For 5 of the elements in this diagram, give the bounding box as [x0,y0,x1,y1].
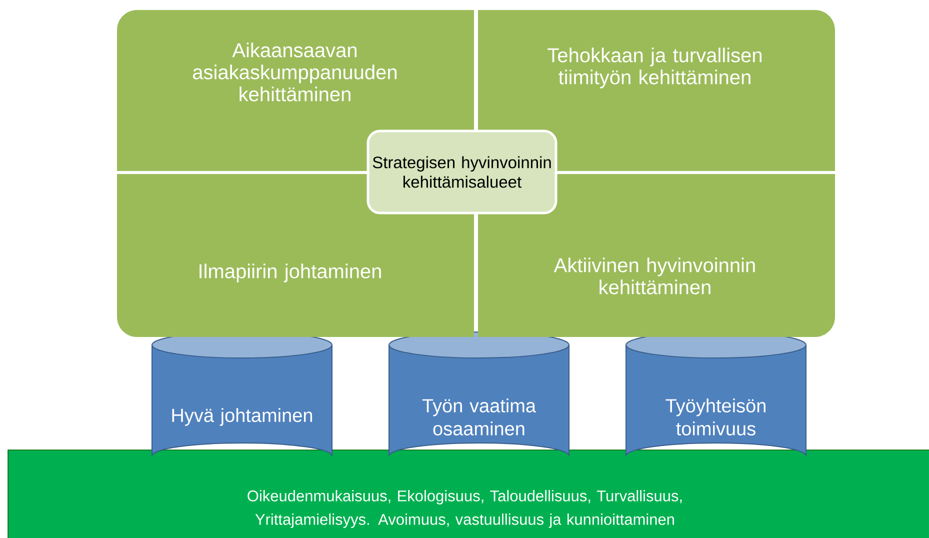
base-band: Oikeudenmukaisuus, Ekologisuus, Taloudellisuus, Turvallisuus, Yrittajamielisyys. Avoimuus, vastuullisuus ja kunnioittaminen [8,450,929,538]
cylinder: Työn vaatima osaaminen [388,332,570,456]
center-box: Strategisen hyvinvoinnin kehittämisalueet [366,130,558,214]
cylinder: Hyvä johtaminen [152,332,332,456]
cylinder: Työyhteisön toimivuus [626,332,806,456]
